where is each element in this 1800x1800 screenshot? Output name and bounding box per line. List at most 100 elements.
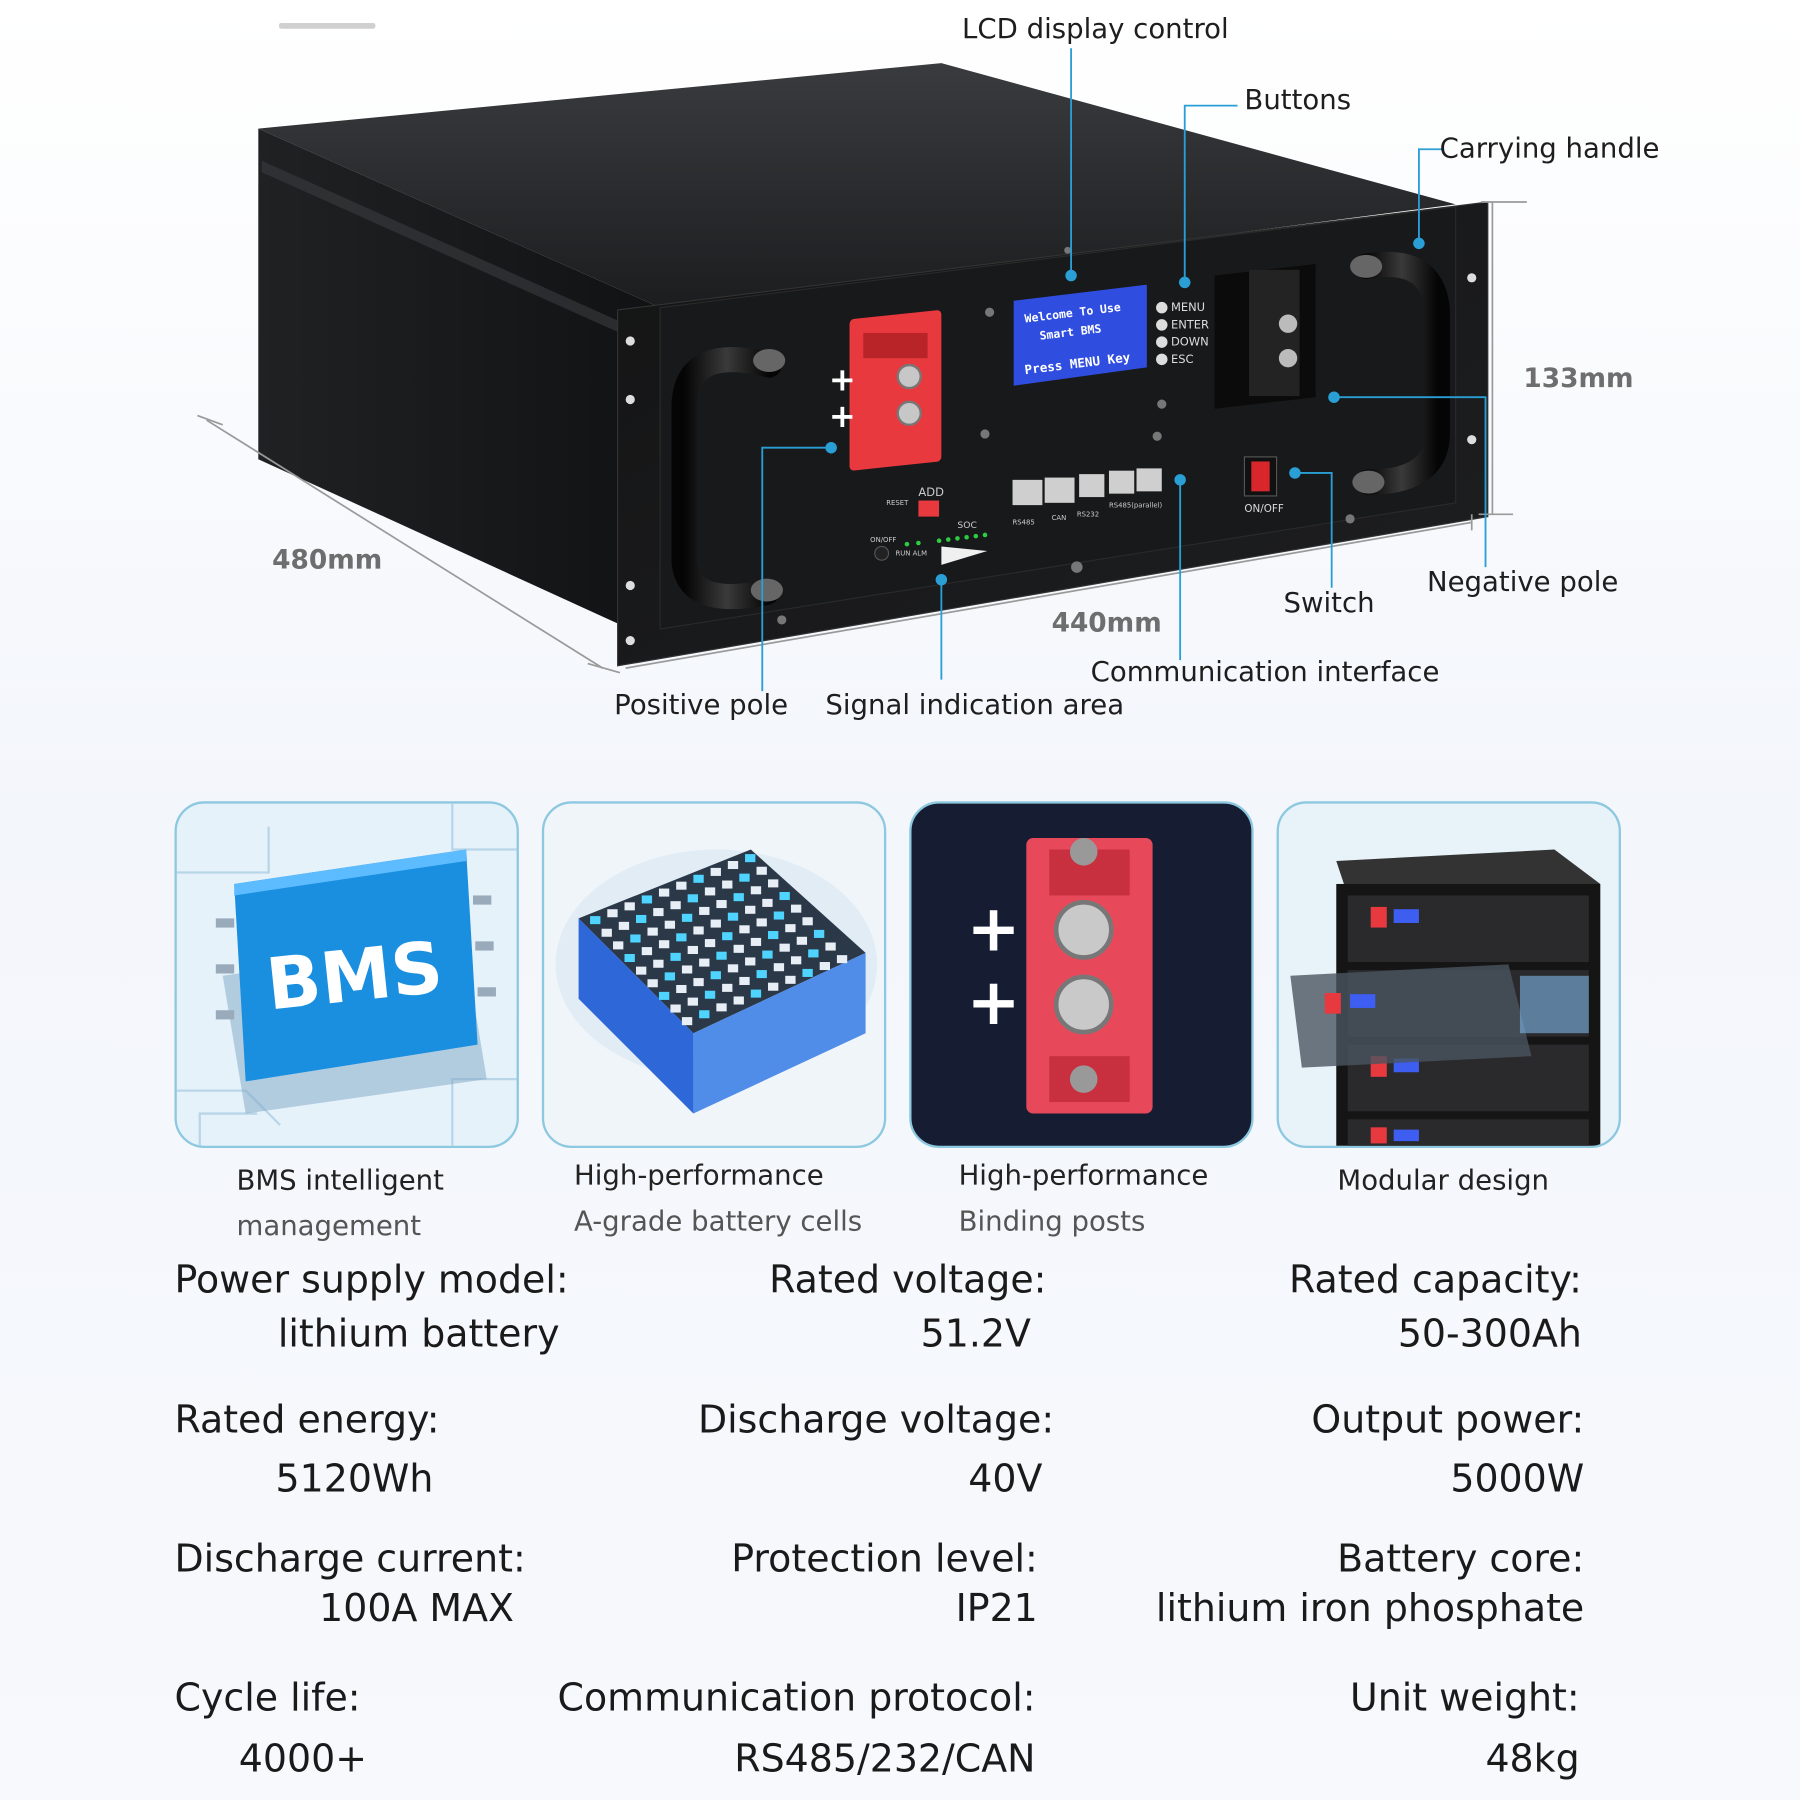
reset-label: RESET — [886, 499, 909, 507]
label-negative-pole: Negative pole — [1426, 565, 1619, 599]
spec-label: Output power: — [1311, 1397, 1585, 1442]
port-parallel-label: RS485(parallel) — [1109, 501, 1163, 509]
chassis-side — [258, 128, 661, 643]
dimension-lines — [197, 201, 1527, 674]
bms-chip-icon: BMS — [176, 803, 517, 1146]
spec-value: 50-300Ah — [1397, 1311, 1582, 1356]
svg-text:+: + — [967, 892, 1021, 967]
spec-label: Battery core: — [1337, 1536, 1585, 1581]
control-buttons[interactable]: MENU ENTER DOWN ESC — [1156, 300, 1209, 366]
dimension-width: 440mm — [1051, 608, 1162, 639]
spec-label: Protection level: — [731, 1536, 1038, 1581]
add-label: ADD — [918, 485, 944, 499]
spec-value: 40V — [968, 1455, 1043, 1501]
spec-value: IP21 — [955, 1585, 1038, 1631]
feature-caption-posts: High-performance Binding posts — [959, 1153, 1209, 1245]
signal-indicators: ADD RESET SOC ON/OFF RUN ALM — [870, 485, 988, 565]
svg-text:+: + — [829, 360, 856, 398]
communication-ports[interactable]: RS485 CAN RS232 RS485(parallel) — [1012, 468, 1163, 527]
power-switch-icon[interactable]: ON/OFF — [1243, 456, 1284, 515]
label-carrying-handle: Carrying handle — [1439, 132, 1660, 165]
spec-label: Rated capacity: — [1289, 1257, 1582, 1302]
label-communication-interface: Communication interface — [1090, 655, 1440, 688]
chassis-top — [258, 63, 1456, 308]
button-menu-label: MENU — [1171, 300, 1205, 314]
feature-caption-modular: Modular design — [1337, 1157, 1549, 1203]
spec-communication-protocol: Communication protocol: RS485/232/CAN — [551, 1674, 1036, 1781]
spec-protection-level: Protection level: IP21 — [689, 1539, 1038, 1626]
spec-rated-energy: Rated energy: 5120Wh — [174, 1401, 439, 1497]
feature-caption-cells: High-performance A-grade battery cells — [574, 1153, 862, 1245]
spec-discharge-current: Discharge current: 100A MAX — [174, 1539, 525, 1626]
feature-card-modular — [1276, 801, 1621, 1148]
spec-output-power: Output power: 5000W — [1263, 1401, 1584, 1497]
spec-cycle-life: Cycle life: 4000+ — [174, 1678, 366, 1777]
spec-value: lithium iron phosphate — [1155, 1585, 1585, 1631]
label-buttons: Buttons — [1244, 83, 1352, 116]
label-signal-area: Signal indication area — [825, 688, 1125, 721]
spec-rated-voltage: Rated voltage: 51.2V — [769, 1257, 1047, 1356]
left-handle-icon[interactable] — [671, 346, 786, 610]
feature-card-bms: BMS — [174, 801, 519, 1148]
spec-rated-capacity: Rated capacity: 50-300Ah — [1263, 1261, 1582, 1353]
svg-text:+: + — [967, 965, 1021, 1040]
spec-label: Communication protocol: — [557, 1674, 1036, 1720]
feature-title: High-performance — [574, 1159, 824, 1192]
spec-value: 5120Wh — [275, 1455, 434, 1501]
spec-label: Rated energy: — [174, 1397, 440, 1442]
port-rs232-label: RS232 — [1077, 511, 1099, 519]
spec-label: Unit weight: — [1349, 1674, 1580, 1720]
feature-caption-bms: BMS intelligent management — [236, 1157, 443, 1249]
feature-subtitle: Binding posts — [958, 1205, 1146, 1238]
button-enter-label: ENTER — [1171, 317, 1209, 331]
spec-value: lithium battery — [277, 1311, 560, 1356]
spec-value: RS485/232/CAN — [734, 1735, 1036, 1781]
button-down-label: DOWN — [1171, 335, 1209, 349]
spec-label: Power supply model: — [174, 1257, 569, 1302]
switch-label: ON/OFF — [1244, 503, 1283, 515]
dimension-depth: 480mm — [272, 545, 383, 576]
callout-lines — [761, 48, 1487, 692]
feature-title: High-performance — [958, 1159, 1209, 1192]
spec-battery-core: Battery core: lithium iron phosphate — [1079, 1539, 1584, 1626]
soc-label: SOC — [957, 520, 976, 531]
spec-discharge-voltage: Discharge voltage: 40V — [697, 1397, 1055, 1501]
negative-terminal-icon[interactable] — [1214, 264, 1316, 409]
dimension-height: 133mm — [1523, 363, 1634, 394]
port-rs485-label: RS485 — [1013, 519, 1035, 527]
modular-rack-icon — [1290, 849, 1601, 1146]
led-onoff-label: ON/OFF — [870, 536, 896, 544]
binding-post-icon: + + — [967, 838, 1153, 1114]
positive-terminal-icon[interactable]: + + — [829, 310, 942, 471]
port-can-label: CAN — [1052, 514, 1067, 522]
spec-value: 5000W — [1450, 1455, 1585, 1501]
decorative-bar — [278, 22, 376, 29]
spec-label: Cycle life: — [174, 1674, 361, 1720]
spec-unit-weight: Unit weight: 48kg — [1263, 1678, 1580, 1777]
feature-title: Modular design — [1337, 1164, 1550, 1197]
feature-card-cells — [541, 801, 887, 1148]
battery-diagram: + + Welcome To Use Smart BMS Press MENU … — [197, 22, 1527, 692]
spec-label: Discharge voltage: — [697, 1397, 1055, 1442]
feature-card-binding-posts: + + — [909, 801, 1254, 1148]
button-esc-label: ESC — [1171, 352, 1194, 366]
feature-title: BMS intelligent — [236, 1164, 444, 1197]
label-lcd-display: LCD display control — [962, 12, 1229, 45]
bms-chip-text: BMS — [263, 925, 447, 1026]
spec-label: Discharge current: — [174, 1536, 526, 1581]
label-positive-pole: Positive pole — [614, 688, 789, 721]
battery-cells-icon — [555, 849, 878, 1114]
spec-value: 48kg — [1485, 1735, 1580, 1781]
lcd-screen: Welcome To Use Smart BMS Press MENU Key — [1013, 284, 1147, 386]
run-alm-label: RUN ALM — [895, 550, 927, 558]
spec-value: 100A MAX — [319, 1585, 514, 1631]
spec-label: Rated voltage: — [769, 1257, 1047, 1302]
right-handle-icon[interactable] — [1350, 251, 1450, 495]
feature-subtitle: management — [236, 1209, 422, 1243]
spec-power-supply-model: Power supply model: lithium battery — [174, 1261, 568, 1353]
spec-value: 51.2V — [920, 1311, 1031, 1356]
svg-text:+: + — [829, 397, 856, 435]
label-switch: Switch — [1283, 586, 1375, 619]
spec-value: 4000+ — [238, 1735, 367, 1781]
